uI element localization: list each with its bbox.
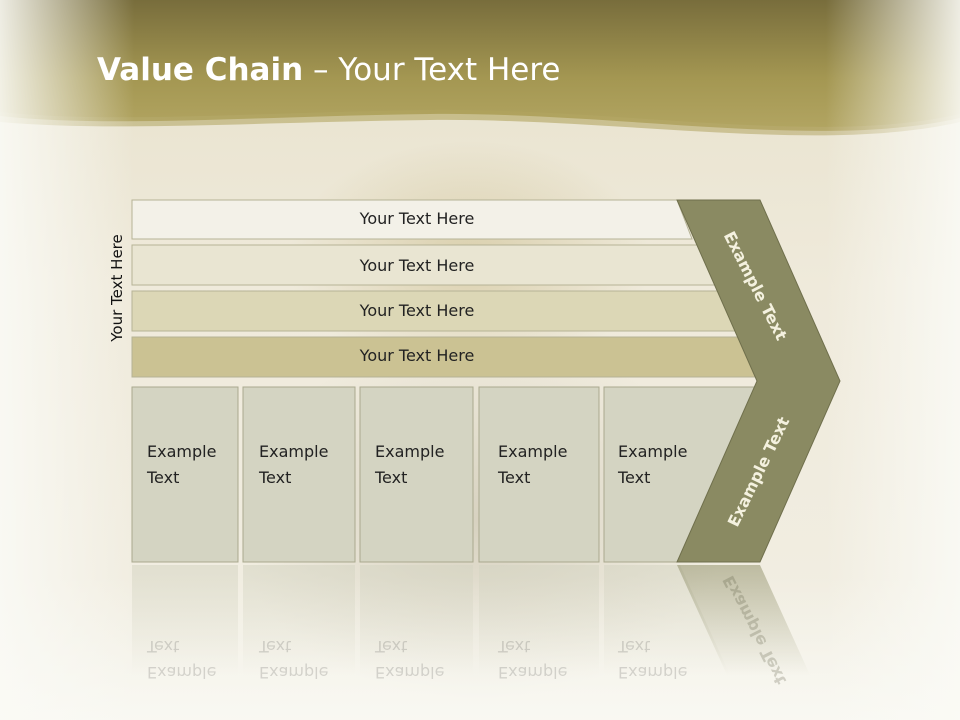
side-label: Your Text Here bbox=[108, 234, 126, 342]
column-1-line2: Text bbox=[147, 468, 180, 487]
column-4-line2: Text bbox=[498, 468, 531, 487]
column-4-reflection-line2: Text bbox=[498, 637, 531, 656]
chevron-reflection bbox=[677, 565, 810, 675]
column-5-reflection-line1: Example bbox=[618, 663, 688, 682]
column-1-reflection-line1: Example bbox=[147, 663, 217, 682]
column-5-reflection bbox=[604, 565, 730, 675]
bar-1 bbox=[131, 199, 693, 240]
column-5-line2: Text bbox=[618, 468, 651, 487]
bar-2-label: Your Text Here bbox=[359, 256, 475, 275]
page-title: Value Chain – Your Text Here bbox=[97, 52, 560, 88]
chevron-arrow bbox=[676, 199, 841, 563]
column-2-line2: Text bbox=[259, 468, 292, 487]
column-1-line1: Example bbox=[147, 442, 217, 461]
column-5-label-reflection: Example Text bbox=[618, 633, 718, 685]
column-1-reflection bbox=[132, 565, 238, 675]
title-rest: – Your Text Here bbox=[303, 52, 561, 88]
bar-1-label: Your Text Here bbox=[359, 209, 475, 228]
column-3-reflection bbox=[360, 565, 473, 675]
column-4-line1: Example bbox=[498, 442, 568, 461]
column-3-line1: Example bbox=[375, 442, 445, 461]
column-1 bbox=[131, 386, 239, 563]
column-2-reflection-line2: Text bbox=[259, 637, 292, 656]
column-3-reflection-line1: Example bbox=[375, 663, 445, 682]
column-2 bbox=[242, 386, 356, 563]
column-5-line1: Example bbox=[618, 442, 688, 461]
column-2-reflection-line1: Example bbox=[259, 663, 329, 682]
column-4-reflection-line1: Example bbox=[498, 663, 568, 682]
title-bold: Value Chain bbox=[97, 52, 304, 88]
column-4 bbox=[478, 386, 600, 563]
column-2-reflection bbox=[243, 565, 355, 675]
column-1-reflection-line2: Text bbox=[147, 637, 180, 656]
column-3-reflection-line2: Text bbox=[375, 637, 408, 656]
column-1-label-reflection: Example Text bbox=[147, 633, 247, 685]
column-3 bbox=[359, 386, 474, 563]
column-4-label-reflection: Example Text bbox=[498, 633, 598, 685]
column-2-label-reflection: Example Text bbox=[259, 633, 359, 685]
column-3-line2: Text bbox=[375, 468, 408, 487]
column-2-line1: Example bbox=[259, 442, 329, 461]
column-5-reflection-line2: Text bbox=[618, 637, 651, 656]
column-4-reflection bbox=[479, 565, 599, 675]
bar-4-label: Your Text Here bbox=[359, 346, 475, 365]
bar-3-label: Your Text Here bbox=[359, 301, 475, 320]
column-3-label-reflection: Example Text bbox=[375, 633, 475, 685]
